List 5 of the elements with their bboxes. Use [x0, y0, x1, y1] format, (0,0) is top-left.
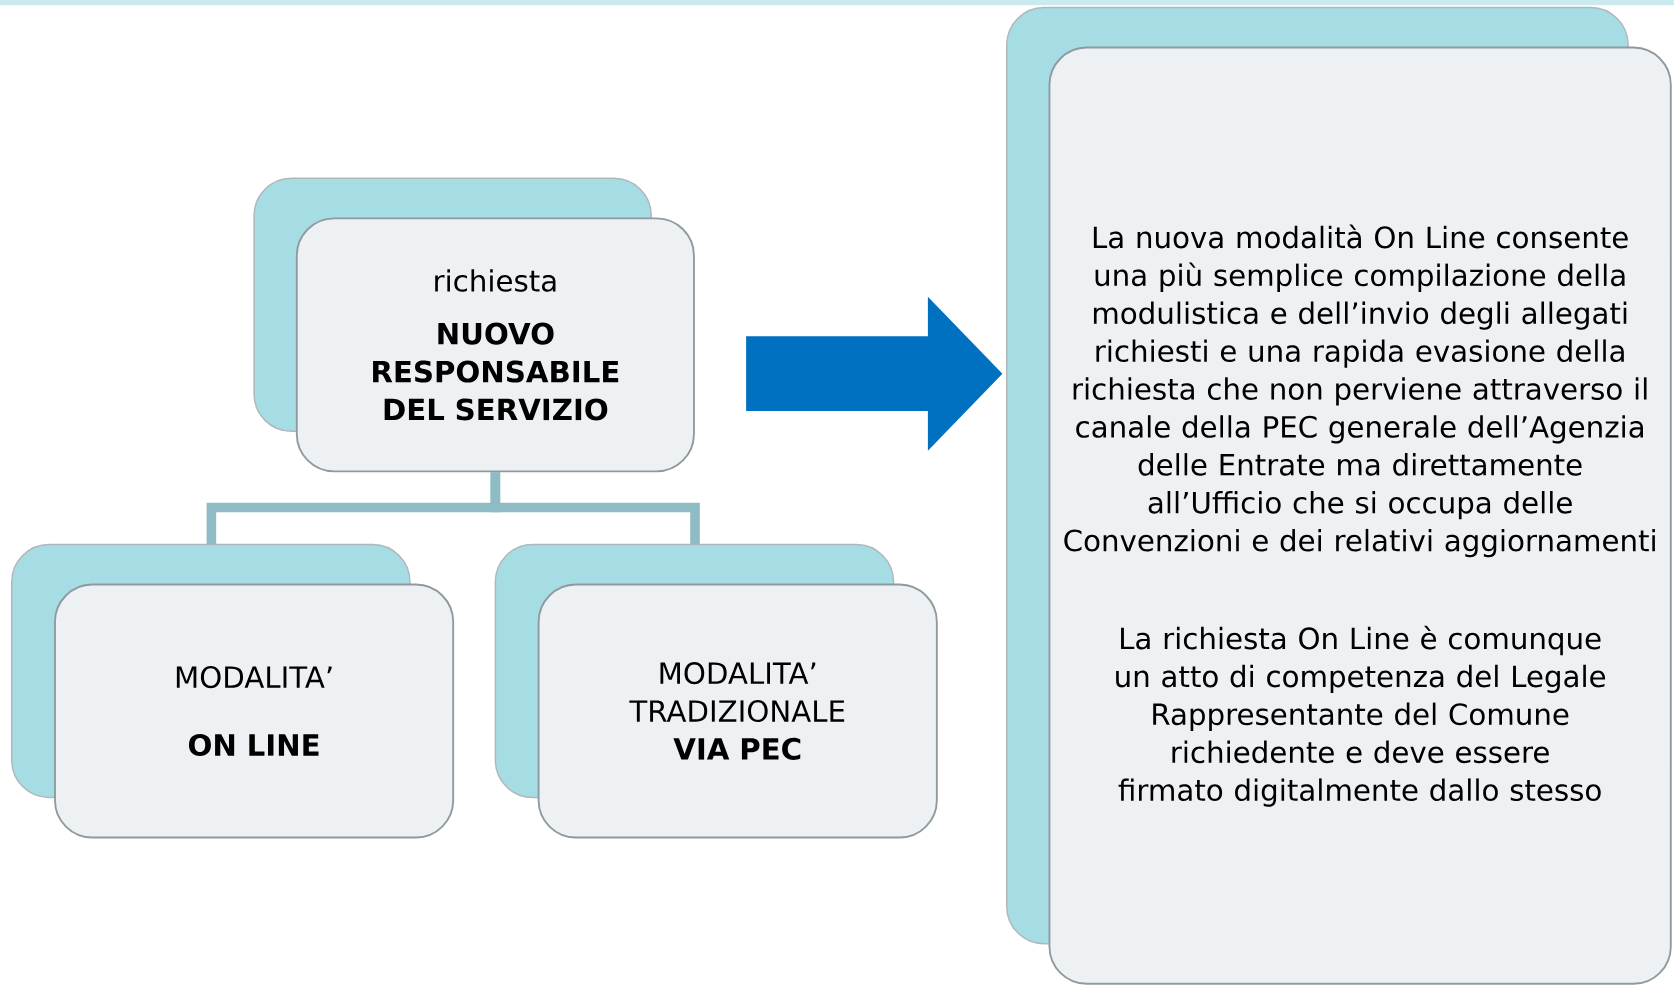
text-card: MODALITA’ TRADIZIONALE VIA PEC — [537, 583, 938, 839]
text-card: richiesta NUOVO RESPONSABILE DEL SERVIZIO — [295, 217, 695, 473]
connector-line — [490, 472, 700, 545]
text-card: MODALITA’ ON LINE — [54, 583, 455, 839]
text-card: La nuova modalità On Line consente una più semplice compilazione della modulistica e dell’invio degli allegati richiesti e una rapida evasione della richiesta che non perviene attraverso il canale della PEC generale dell’Agenzia delle Entrate ma direttamente all’Ufficio che si occupa delle Convenzioni e dei relativi aggiornamenti La richiesta On Line è comunque un atto di competenza del Legale Rappresentante del Comune richiedente e deve essere firmato digitalmente dallo stesso — [1048, 46, 1672, 985]
